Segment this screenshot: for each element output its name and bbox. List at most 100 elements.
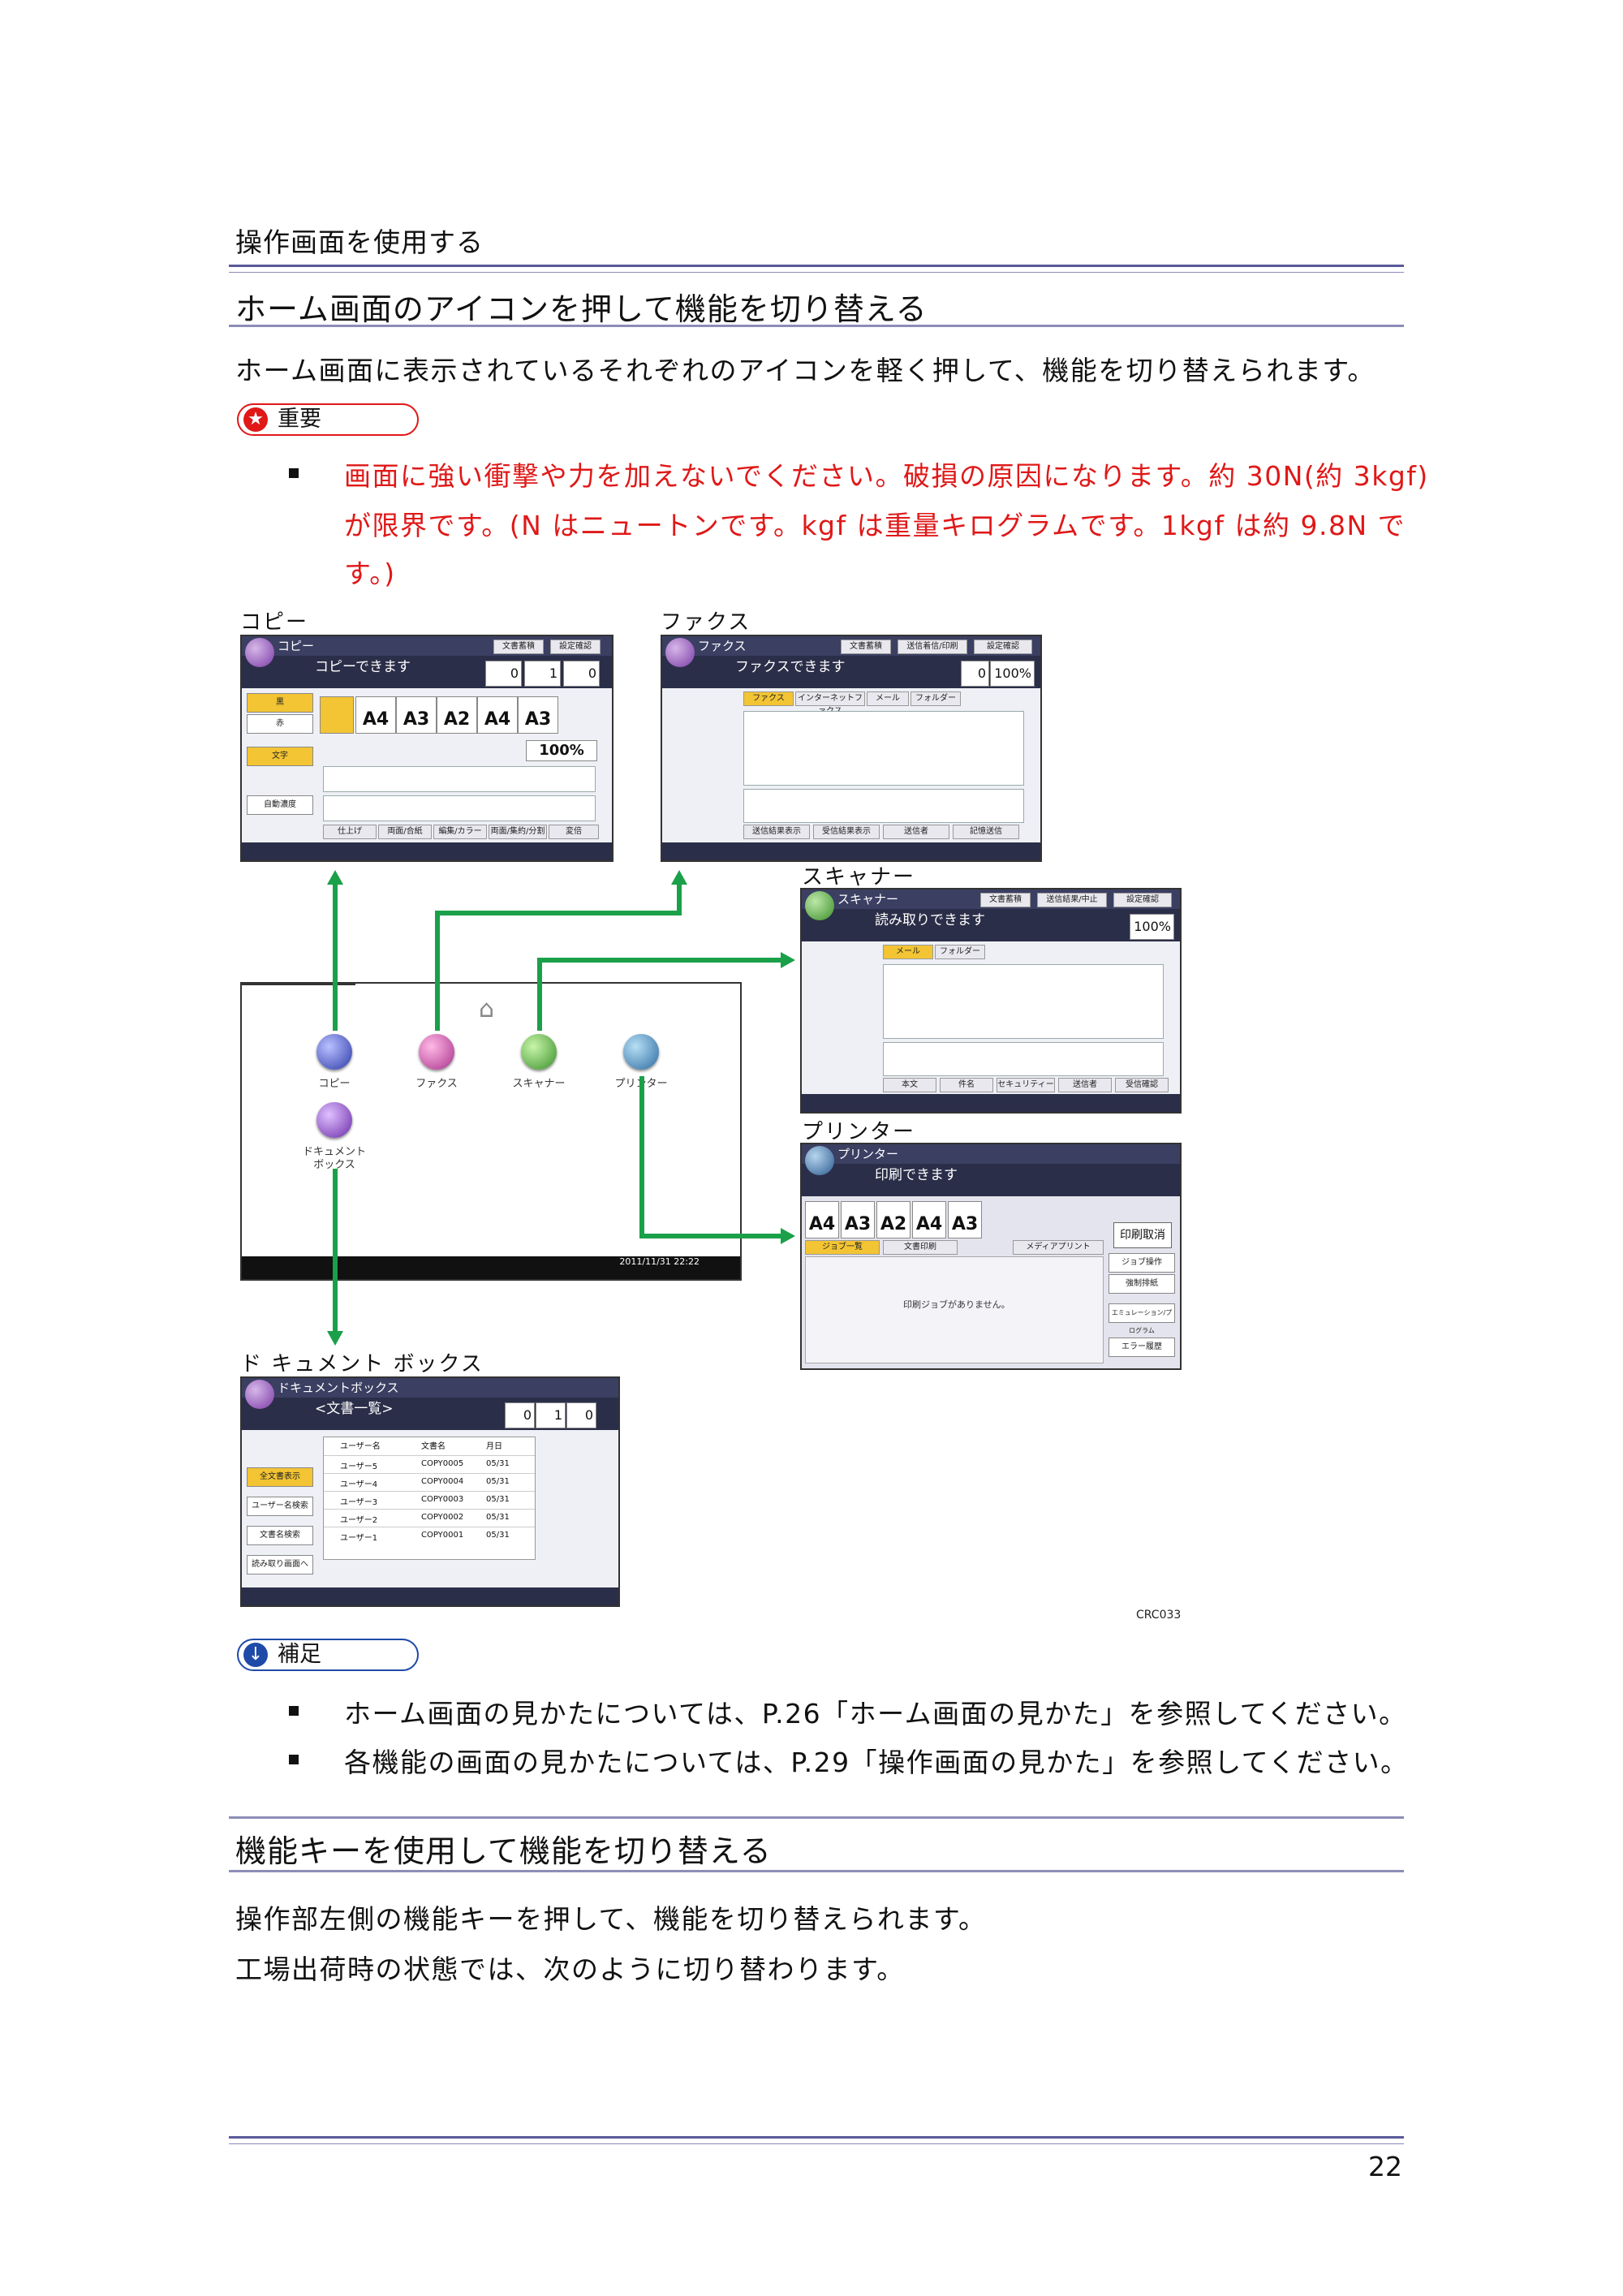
scanner-doc-store-button[interactable]: 文書蓄積 [980, 893, 1031, 907]
copy-counter-2: 1 [524, 661, 561, 687]
docbox-scan-screen-button[interactable]: 読み取り画面へ [247, 1555, 313, 1574]
fax-tab-fax[interactable]: ファクス [743, 691, 794, 706]
header-rule [229, 265, 1404, 273]
scanner-sender-button[interactable]: 送信者 [1058, 1078, 1112, 1092]
copy-paper-3[interactable]: A2 [437, 696, 477, 734]
table-row[interactable]: ユーザー1 COPY0001 05/31 [324, 1527, 535, 1545]
fax-settings-button[interactable]: 設定確認 [974, 640, 1032, 654]
down-arrow-icon: ↓ [243, 1643, 268, 1667]
table-row[interactable]: ユーザー2 COPY0002 05/31 [324, 1509, 535, 1527]
supplement-label: ↓ 補足 [237, 1639, 419, 1671]
table-row[interactable]: ユーザー4 COPY0004 05/31 [324, 1473, 535, 1492]
copy-paper-1[interactable]: A4 [355, 696, 396, 734]
arrow-to-fax-v [677, 885, 682, 915]
copy-counter-1: 0 [485, 661, 522, 687]
home-docbox-icon[interactable] [316, 1102, 352, 1138]
scanner-destination-area [883, 964, 1164, 1039]
printer-paper-1[interactable]: A4 [805, 1201, 839, 1238]
home-scanner-icon[interactable] [521, 1034, 557, 1070]
scanner-screen: スキャナー 文書蓄積 送信結果/中止 設定確認 読み取りできます 100% メー… [800, 888, 1182, 1114]
section1-intro: ホーム画面に表示されているそれぞれのアイコンを軽く押して、機能を切り替えられます… [235, 355, 1375, 386]
home-printer-icon[interactable] [623, 1034, 659, 1070]
copy-zoom-button[interactable]: 変倍 [549, 825, 599, 839]
chapter-title: 操作画面を使用する [235, 226, 484, 258]
docbox-col-doc[interactable]: 文書名 [421, 1442, 446, 1451]
printer-eject-button[interactable]: 強制排紙 [1109, 1274, 1175, 1294]
docbox-col-date[interactable]: 月日 [486, 1442, 502, 1451]
scanner-body-button[interactable]: 本文 [883, 1078, 936, 1092]
copy-duplex-button[interactable]: 両面/合紙 [378, 825, 432, 839]
copy-doc-store-button[interactable]: 文書蓄積 [493, 640, 544, 654]
printer-tab-media[interactable]: メディアプリント [1013, 1240, 1104, 1255]
scanner-result-button[interactable]: 送信結果/中止 [1037, 893, 1107, 907]
fax-tx-print-button[interactable]: 送信着信/印刷 [898, 640, 967, 654]
figure-id: CRC033 [1136, 1609, 1182, 1622]
caption-docbox: ド キュメント ボックス [240, 1352, 484, 1376]
printer-cancel-button[interactable]: 印刷取消 [1113, 1222, 1172, 1248]
fax-rx-result-button[interactable]: 受信結果表示 [813, 825, 880, 839]
important-line-2: が限界です。(N はニュートンです。kgf は重量キログラムです。1kgf は約… [344, 510, 1406, 541]
printer-tab-docprint[interactable]: 文書印刷 [883, 1240, 958, 1255]
scanner-security-button[interactable]: セキュリティー [997, 1078, 1055, 1092]
printer-error-log-button[interactable]: エラー履歴 [1109, 1338, 1175, 1357]
printer-paper-5[interactable]: A3 [948, 1201, 982, 1238]
docbox-col-user[interactable]: ユーザー名 [340, 1442, 381, 1451]
table-row[interactable]: ユーザー3 COPY0003 05/31 [324, 1491, 535, 1510]
printer-empty-message: 印刷ジョブがありません。 [903, 1299, 1010, 1310]
scanner-app-icon [805, 891, 834, 920]
copy-mode-text[interactable]: 文字 [247, 747, 313, 766]
fax-doc-store-button[interactable]: 文書蓄積 [841, 640, 891, 654]
home-icon[interactable]: ⌂ [479, 995, 495, 1023]
fax-tab-ifax[interactable]: インターネットファクス [795, 691, 865, 716]
copy-paper-5[interactable]: A3 [518, 696, 558, 734]
fax-tab-mail[interactable]: メール [867, 691, 909, 706]
section2-top-rule [229, 1816, 1404, 1819]
arrow-to-scanner [537, 958, 542, 1031]
home-copy-icon[interactable] [316, 1034, 352, 1070]
caption-scanner: スキャナー [802, 865, 916, 890]
scanner-tab-mail[interactable]: メール [883, 945, 933, 959]
scanner-settings-button[interactable]: 設定確認 [1113, 893, 1172, 907]
copy-footer [242, 842, 612, 860]
copy-edit-button[interactable]: 編集/カラー [433, 825, 487, 839]
copy-color-black[interactable]: 黒 [247, 693, 313, 713]
important-label: ★ 重要 [237, 403, 419, 436]
fax-tab-folder[interactable]: フォルダー [911, 691, 961, 706]
scanner-subject-button[interactable]: 件名 [940, 1078, 993, 1092]
scanner-status: 読み取りできます [802, 909, 1180, 941]
copy-combine-button[interactable]: 両面/集約/分割 [489, 825, 547, 839]
printer-paper-2[interactable]: A3 [841, 1201, 875, 1238]
printer-paper-3[interactable]: A2 [876, 1201, 911, 1238]
copy-auto-paper[interactable] [320, 696, 354, 734]
caption-copy: コピー [240, 610, 309, 635]
fax-result-button[interactable]: 送信結果表示 [743, 825, 810, 839]
docbox-user-search-button[interactable]: ユーザー名検索 [247, 1497, 313, 1516]
fax-counter: 0 [961, 661, 989, 687]
table-row[interactable]: ユーザー5 COPY0005 05/31 [324, 1455, 535, 1474]
copy-settings-button[interactable]: 設定確認 [550, 640, 601, 654]
fax-sender-button[interactable]: 送信者 [883, 825, 949, 839]
arrow-head [781, 952, 795, 968]
copy-finish-button[interactable]: 仕上げ [323, 825, 377, 839]
scanner-tab-folder[interactable]: フォルダー [935, 945, 985, 959]
docbox-all-docs-button[interactable]: 全文書表示 [247, 1467, 313, 1487]
docbox-screen: ドキュメントボックス <文書一覧> 0 1 0 全文書表示 ユーザー名検索 文書… [240, 1376, 620, 1607]
copy-color-red[interactable]: 赤 [247, 714, 313, 734]
fax-memory-tx-button[interactable]: 記憶送信 [953, 825, 1019, 839]
printer-tab-joblist[interactable]: ジョブ一覧 [805, 1240, 880, 1255]
home-fax-icon[interactable] [419, 1034, 454, 1070]
copy-paper-4[interactable]: A4 [477, 696, 518, 734]
arrow-head [671, 870, 687, 885]
supplement-line-2: 各機能の画面の見かたについては、P.29「操作画面の見かた」を参照してください。 [344, 1747, 1409, 1778]
docbox-doc-search-button[interactable]: 文書名検索 [247, 1526, 313, 1545]
scanner-zoom: 100% [1130, 914, 1174, 940]
copy-paper-2[interactable]: A3 [396, 696, 437, 734]
arrow-to-printer-h [639, 1234, 782, 1238]
scanner-receipt-button[interactable]: 受信確認 [1115, 1078, 1169, 1092]
footer-rule [229, 2136, 1404, 2144]
printer-job-op-button[interactable]: ジョブ操作 [1109, 1253, 1175, 1273]
printer-emulation-button[interactable]: エミュレーション/プログラム [1109, 1303, 1175, 1334]
copy-auto-density[interactable]: 自動濃度 [247, 795, 313, 815]
printer-paper-4[interactable]: A4 [912, 1201, 946, 1238]
docbox-titlebar: ドキュメントボックス [242, 1378, 618, 1398]
